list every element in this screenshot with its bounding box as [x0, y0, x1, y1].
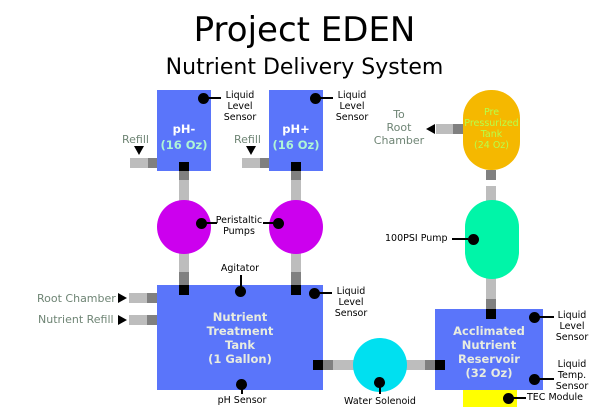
nutrient-refill-pipe	[129, 315, 147, 325]
acclimated-nutrient-reservoir[interactable]	[435, 309, 543, 390]
pipe-joint	[453, 124, 463, 134]
nutrient-refill-input-label: Nutrient Refill	[38, 313, 114, 326]
pump-leader	[452, 238, 468, 240]
pipe-joint	[291, 272, 301, 285]
level-sensor-dot	[529, 312, 540, 323]
pump-dot	[273, 218, 284, 229]
agitator-label: Agitator	[220, 263, 260, 274]
refill-pipe-ph-minus-joint	[148, 158, 157, 168]
page-title: Project EDEN	[193, 10, 416, 50]
tec-leader	[512, 397, 526, 399]
sensor-leader	[318, 292, 332, 294]
pump-dot	[196, 218, 207, 229]
ph-sensor-dot	[236, 379, 247, 390]
pipe-joint	[486, 299, 496, 309]
temp-sensor-dot	[529, 374, 540, 385]
refill-pipe-ph-minus	[130, 158, 148, 168]
nutrient-treatment-tank[interactable]	[157, 285, 323, 390]
ph-plus-label: pH+ (16 Oz)	[272, 122, 320, 152]
tec-dot	[503, 393, 514, 404]
refill-pipe-ph-plus-joint	[260, 158, 269, 168]
level-sensor-dot	[198, 93, 209, 104]
sensor-leader	[538, 378, 554, 380]
refill-arrow-icon	[134, 146, 144, 155]
pipe-segment	[436, 124, 453, 134]
outflow-arrow-icon	[426, 124, 435, 134]
pipe-cap	[179, 285, 189, 295]
ph-sensor-leader	[241, 388, 243, 394]
pipe-joint	[179, 272, 189, 285]
refill-pipe-ph-plus	[242, 158, 260, 168]
refill-arrow-icon	[246, 146, 256, 155]
pipe-joint	[147, 315, 157, 325]
pipe-joint	[291, 171, 301, 180]
100psi-pump-label: 100PSI Pump	[385, 233, 448, 244]
sensor-leader	[319, 97, 333, 99]
pipe-joint	[486, 170, 496, 180]
pre-pressurized-tank[interactable]	[463, 90, 520, 170]
pump-leader	[263, 222, 275, 224]
pipe-joint	[425, 360, 435, 370]
pipe-joint	[147, 293, 157, 303]
pipe-cap	[291, 285, 301, 295]
solenoid-dot	[374, 377, 385, 388]
tec-module-label: TEC Module	[527, 392, 584, 403]
pipe-joint	[179, 171, 189, 180]
solenoid-leader	[379, 386, 381, 394]
pipe-cap	[313, 360, 323, 370]
pipe-cap	[291, 162, 301, 171]
pipe-cap	[179, 162, 189, 171]
level-sensor-dot	[309, 288, 320, 299]
inflow-arrow-icon	[118, 315, 127, 325]
ph-minus-label: pH- (16 Oz)	[160, 122, 208, 152]
agitator-leader	[240, 275, 242, 287]
pump-dot	[468, 234, 479, 245]
inflow-arrow-icon	[118, 293, 127, 303]
level-sensor-dot	[310, 93, 321, 104]
pump-leader	[205, 222, 217, 224]
water-solenoid-label: Water Solenoid	[344, 396, 416, 407]
root-chamber-input-label: Root Chamber	[37, 292, 116, 305]
sensor-leader	[207, 97, 221, 99]
refill-label-ph-minus: Refill	[122, 133, 149, 146]
root-chamber-pipe	[129, 293, 147, 303]
page-subtitle: Nutrient Delivery System	[165, 55, 444, 80]
pipe-cap	[435, 360, 445, 370]
pipe-cap	[486, 309, 496, 319]
refill-label-ph-plus: Refill	[234, 133, 261, 146]
pipe-joint	[323, 360, 333, 370]
sensor-leader	[538, 316, 554, 318]
agitator-dot	[235, 286, 246, 297]
ph-sensor-label: pH Sensor	[217, 395, 267, 406]
